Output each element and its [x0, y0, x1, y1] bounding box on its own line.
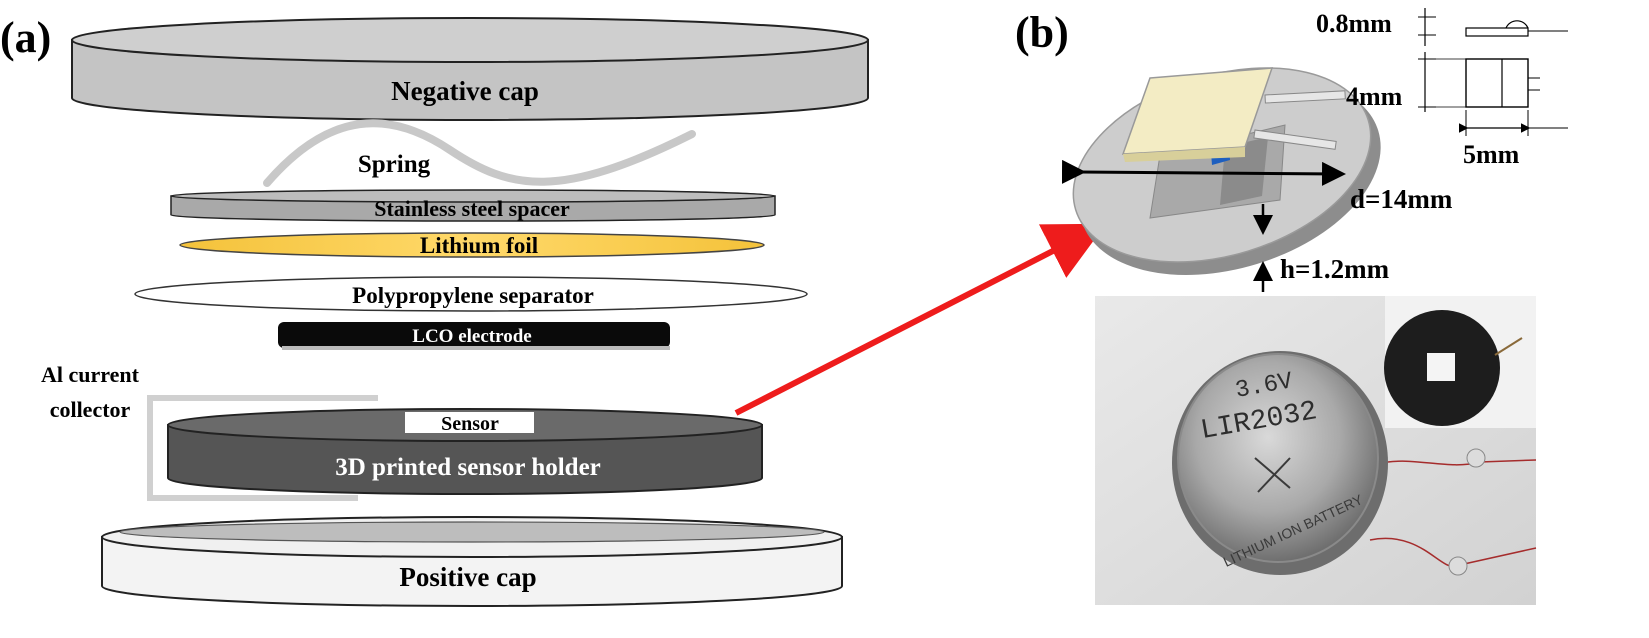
lithium-foil-label: Lithium foil: [420, 233, 538, 258]
holder-photo-window: [1427, 353, 1455, 381]
panel-b-label: (b): [1015, 8, 1069, 57]
holder-label: 3D printed sensor holder: [335, 454, 601, 481]
diameter-label: d=14mm: [1350, 184, 1453, 214]
spacer-label: Stainless steel spacer: [374, 196, 570, 221]
polypropylene-separator: Polypropylene separator: [134, 276, 808, 312]
coin-cell-photo: 3.6V LIR2032 LITHIUM ION BATTERY: [1095, 296, 1537, 605]
positive-cap-label: Positive cap: [399, 562, 536, 592]
holder-photo-wire: [1494, 337, 1523, 356]
height-label: h=1.2mm: [1280, 254, 1390, 284]
lco-electrode-label: LCO electrode: [412, 326, 531, 347]
wire-bead-bottom: [1448, 556, 1468, 576]
coin-cell-face: [1177, 353, 1379, 563]
lithium-foil: Lithium foil: [179, 232, 765, 258]
al-collector-label-line2: collector: [50, 397, 131, 422]
holder-3d-render: [1061, 67, 1381, 292]
sensor-holder: Sensor 3D printed sensor holder: [167, 408, 763, 495]
thickness-label: 0.8mm: [1316, 9, 1392, 38]
negative-cap: Negative cap: [71, 17, 869, 121]
separator-label: Polypropylene separator: [352, 283, 594, 308]
positive-cap: Positive cap: [101, 516, 843, 607]
diameter-arrow: [1061, 159, 1346, 186]
negative-cap-label: Negative cap: [391, 76, 539, 106]
al-collector-label-line1: Al current: [41, 362, 140, 387]
width-label: 4mm: [1346, 82, 1403, 111]
red-link-arrow: [734, 223, 1107, 416]
wire-bead-top: [1466, 448, 1486, 468]
sensor-dimension-drawing: [1418, 8, 1568, 136]
panel-a-label: (a): [0, 13, 51, 62]
lco-electrode: LCO electrode: [278, 322, 670, 350]
stainless-steel-spacer: Stainless steel spacer: [170, 189, 776, 222]
plus-mark: [1254, 457, 1291, 493]
sensor-label: Sensor: [441, 413, 499, 435]
spring: Spring: [263, 119, 696, 187]
al-current-collector: Al current collector: [41, 362, 378, 501]
spring-label: Spring: [358, 151, 431, 178]
length-label: 5mm: [1463, 140, 1520, 169]
sensor-chip-slot: [405, 412, 534, 433]
